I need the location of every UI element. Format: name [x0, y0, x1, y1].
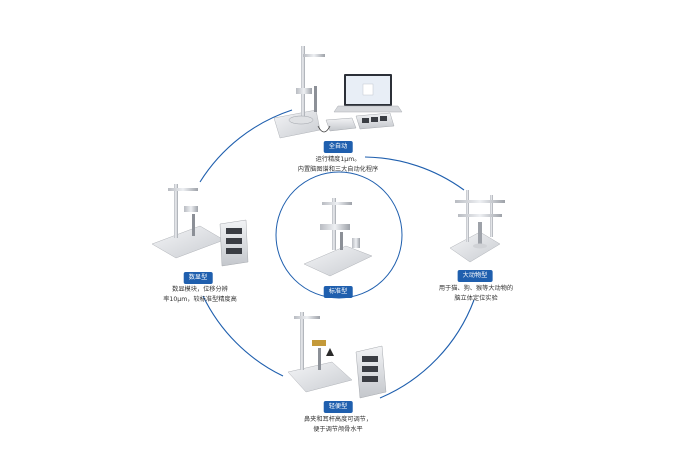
node-desc-light: 鼻夹和耳杆高度可调节， 便于调节颅骨水平 — [304, 415, 372, 434]
inner-ring — [275, 171, 403, 299]
node-desc-line: 便于调节颅骨水平 — [313, 425, 363, 433]
node-desc-line: 运行精度1μm。 — [315, 156, 361, 163]
ring-arc-left-top — [199, 109, 293, 183]
node-desc-line: 数显模块，位移分辨 — [172, 286, 228, 293]
center-label: 标准型 — [323, 286, 353, 298]
ring-arc-right-bottom — [379, 299, 475, 399]
large-animal-illustration — [449, 190, 505, 263]
node-desc-auto: 运行精度1μm。 内置脑图谱和三大自动化程序 — [298, 155, 378, 174]
node-desc-line: 用于猫、狗、猴等大动物的 — [438, 285, 514, 292]
standard-illustration — [303, 198, 373, 277]
node-desc-large: 用于猫、狗、猴等大动物的 脑立体定位实验 — [439, 284, 513, 303]
node-desc-digit: 数显模块，位移分辨 率10μm，较标准型精度高 — [163, 285, 237, 304]
ring-arc-bottom-left — [202, 295, 284, 377]
lightweight-illustration — [287, 312, 387, 399]
node-label-digit: 数显型 — [183, 272, 213, 284]
outer-ring — [199, 109, 475, 399]
auto-instrument-illustration — [273, 46, 403, 139]
node-label-light: 轻便型 — [323, 401, 353, 413]
node-desc-line: 鼻夹和耳杆高度可调节， — [303, 416, 373, 423]
node-desc-line: 内置脑图谱和三大自动化程序 — [297, 165, 379, 173]
node-desc-line: 脑立体定位实验 — [454, 294, 498, 302]
digital-display-illustration — [151, 184, 249, 267]
node-label-auto: 全自动 — [323, 141, 353, 153]
ring-arc-top-right — [364, 156, 465, 191]
node-label-large: 大动物型 — [457, 270, 493, 282]
node-desc-line: 率10μm，较标准型精度高 — [163, 295, 237, 303]
